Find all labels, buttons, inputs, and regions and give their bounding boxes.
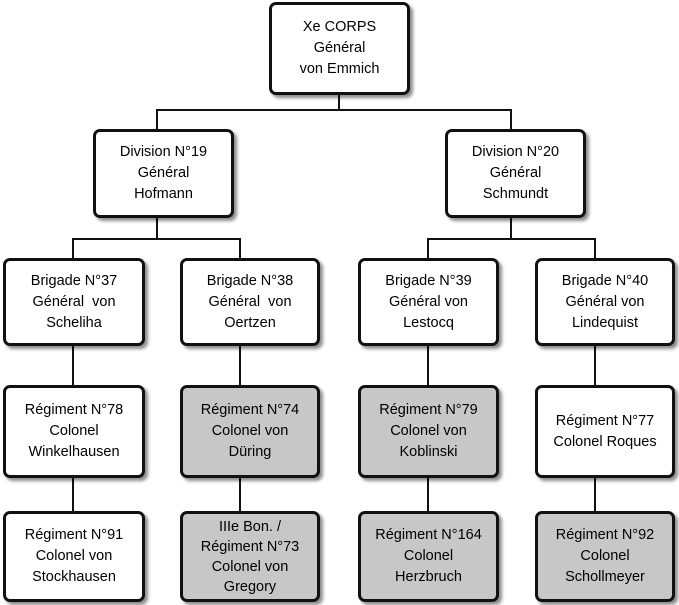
regiment-rank: Colonel — [49, 423, 99, 439]
regiment-commander: Düring — [228, 444, 272, 460]
brigade-commander: Lestocq — [403, 314, 454, 331]
division-rank: Général — [489, 165, 542, 181]
corps-commander: von Emmich — [299, 61, 380, 77]
brigade-title: Brigade N°37 — [30, 272, 118, 289]
regiment-commander: Stockhausen — [32, 569, 116, 585]
regiment-box: Régiment N°79 Colonel von Koblinski — [358, 385, 499, 478]
connector-line — [157, 109, 511, 111]
regiment-rank: Colonel von — [211, 558, 289, 575]
division-commander: Schmundt — [482, 186, 549, 202]
regiment-commander: Colonel Roques — [553, 433, 657, 450]
connector-line — [338, 95, 340, 110]
brigade-box: Brigade N°39 Général von Lestocq — [358, 258, 499, 346]
connector-line — [427, 238, 429, 258]
connector-line — [239, 238, 241, 258]
regiment-title: Régiment N°74 — [200, 402, 300, 418]
corps-title: Xe CORPS — [302, 19, 377, 35]
connector-line — [594, 346, 596, 385]
brigade-rank: Général von — [389, 293, 468, 310]
division-rank: Général — [137, 165, 190, 181]
regiment-title: Régiment N°77 — [555, 412, 655, 429]
division-box: Division N°19 Général Hofmann — [93, 129, 234, 218]
regiment-commander: Winkelhausen — [28, 444, 120, 460]
regiment-commander: Schollmeyer — [565, 569, 645, 585]
regiment-box: Régiment N°78 Colonel Winkelhausen — [3, 385, 145, 478]
regiment-title: Régiment N°79 — [379, 402, 478, 418]
regiment-title: Régiment N°78 — [24, 402, 124, 418]
brigade-commander: Lindequist — [571, 314, 639, 331]
connector-line — [510, 218, 512, 239]
brigade-rank: Général von — [565, 293, 645, 310]
regiment-title: Régiment N°92 — [555, 527, 655, 543]
connector-line — [594, 238, 596, 258]
connector-line — [72, 346, 74, 385]
division-commander: Hofmann — [134, 186, 193, 202]
connector-line — [156, 218, 158, 239]
connector-line — [73, 238, 240, 240]
connector-line — [72, 478, 74, 511]
regiment-rank: Colonel von — [35, 548, 113, 564]
regiment-title: Régiment N°164 — [375, 527, 482, 543]
connector-line — [427, 346, 429, 385]
division-title: Division N°20 — [471, 144, 560, 160]
regiment-box: IIIe Bon. / Régiment N°73 Colonel von Gr… — [180, 511, 320, 602]
division-box: Division N°20 Général Schmundt — [445, 129, 586, 218]
brigade-box: Brigade N°37 Général von Scheliha — [3, 258, 145, 346]
brigade-rank: Général von — [32, 293, 116, 310]
brigade-commander: Scheliha — [46, 314, 102, 331]
brigade-box: Brigade N°40 Général von Lindequist — [535, 258, 675, 346]
brigade-title: Brigade N°40 — [561, 272, 649, 289]
brigade-commander: Oertzen — [224, 314, 276, 331]
connector-line — [510, 109, 512, 129]
corps-rank: Général — [313, 40, 366, 56]
regiment-rank: Colonel — [403, 548, 454, 564]
regiment-rank: Colonel von — [390, 423, 467, 439]
brigade-title: Brigade N°39 — [385, 272, 472, 289]
connector-line — [427, 238, 595, 240]
regiment-commander: Herzbruch — [395, 569, 462, 585]
regiment-box: Régiment N°74 Colonel von Düring — [180, 385, 320, 478]
regiment-rank: Colonel — [580, 548, 630, 564]
connector-line — [72, 238, 74, 258]
regiment-box: Régiment N°164 Colonel Herzbruch — [358, 511, 499, 602]
battalion-title: IIIe Bon. / — [218, 518, 282, 535]
corps-box: Xe CORPS Général von Emmich — [269, 2, 410, 95]
connector-line — [239, 478, 241, 511]
connector-line — [427, 478, 429, 511]
connector-line — [239, 346, 241, 385]
regiment-title: Régiment N°91 — [24, 527, 124, 543]
connector-line — [156, 109, 158, 129]
regiment-commander: Gregory — [223, 578, 277, 595]
division-title: Division N°19 — [119, 144, 208, 160]
brigade-box: Brigade N°38 Général von Oertzen — [180, 258, 320, 346]
regiment-title: Régiment N°73 — [200, 538, 300, 555]
regiment-rank: Colonel von — [211, 423, 289, 439]
connector-line — [594, 478, 596, 511]
regiment-commander: Koblinski — [399, 444, 458, 460]
brigade-title: Brigade N°38 — [206, 272, 294, 289]
brigade-rank: Général von — [208, 293, 292, 310]
regiment-box: Régiment N°92 Colonel Schollmeyer — [535, 511, 675, 602]
regiment-box: Régiment N°77 Colonel Roques — [535, 385, 675, 478]
regiment-box: Régiment N°91 Colonel von Stockhausen — [3, 511, 145, 602]
